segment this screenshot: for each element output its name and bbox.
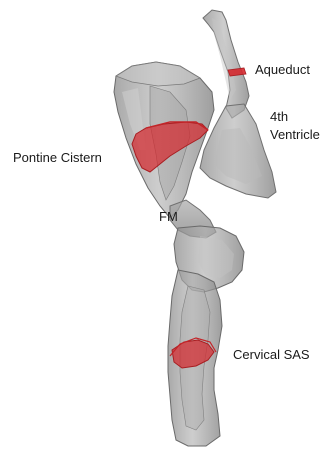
fourth-ventricle-label-line1: 4th bbox=[270, 109, 288, 125]
cervical-sas-label: Cervical SAS bbox=[233, 347, 310, 363]
fourth-ventricle-label-line2: Ventricle bbox=[270, 127, 320, 143]
foramen-magnum-label: FM bbox=[159, 209, 178, 225]
pontine-cistern-label: Pontine Cistern bbox=[13, 150, 102, 166]
aqueduct-label: Aqueduct bbox=[255, 62, 310, 78]
